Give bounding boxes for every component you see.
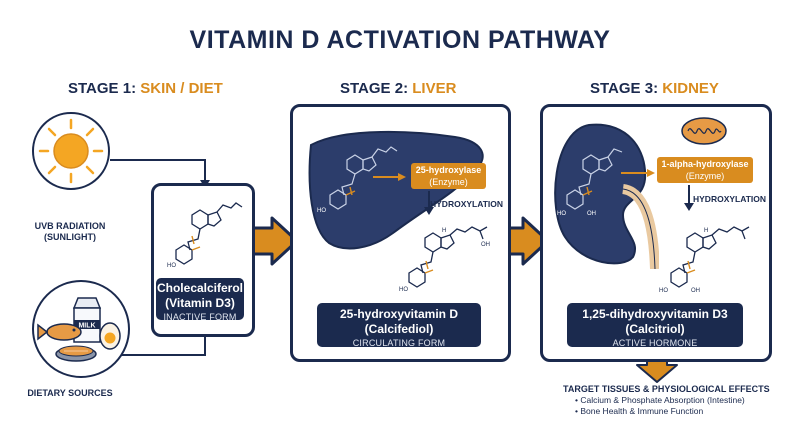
stage2-compound-box: 25-hydroxyvitamin D (Calcifediol) CIRCUL… <box>317 303 481 348</box>
uvb-label: UVB RADIATION (SUNLIGHT) <box>10 221 130 243</box>
stage2-heading-highlight: LIVER <box>412 80 457 97</box>
stage2-heading-prefix: STAGE 2: <box>340 80 413 97</box>
stage1-compound-alias: (Vitamin D3) <box>165 296 235 310</box>
stage1-heading-prefix: STAGE 1: <box>68 80 141 97</box>
stage3-heading: STAGE 3: KIDNEY <box>590 80 719 97</box>
stage3-compound-alias: (Calcitriol) <box>625 322 685 336</box>
stage3-process-label: HYDROXYLATION <box>693 194 767 204</box>
stage1-compound-box: Cholecalciferol (Vitamin D3) INACTIVE FO… <box>156 278 244 322</box>
stage1-heading: STAGE 1: SKIN / DIET <box>68 80 223 97</box>
egg-icon <box>99 322 121 350</box>
stage3-kidney-mol-oh: OH <box>587 211 596 217</box>
stage3-enzyme-sub: (Enzyme) <box>685 171 725 181</box>
stage3-enzyme-box: 1-alpha-hydroxylase (Enzyme) <box>657 157 753 183</box>
sun-circle <box>32 112 110 190</box>
stage2-product-molecule-icon: H HO OH <box>399 226 490 293</box>
uvb-label-line1: UVB RADIATION <box>34 221 106 231</box>
stage1-heading-highlight: SKIN / DIET <box>140 80 223 97</box>
stage2-hydroxylation-arrow <box>424 191 434 215</box>
target-tissues-heading: TARGET TISSUES & PHYSIOLOGICAL EFFECTS <box>563 384 770 394</box>
stage3-kidney-mol-ho: HO <box>557 211 566 217</box>
stage2-compound-form: CIRCULATING FORM <box>352 338 446 348</box>
stage3-hydroxylation-arrow <box>684 185 694 211</box>
mitochondrion-icon <box>681 117 727 145</box>
diet-label: DIETARY SOURCES <box>27 388 113 398</box>
stage3-panel: HO OH 1-alpha-hydroxylase (Enzyme) HYDRO… <box>540 104 772 362</box>
stage3-product-molecule-icon: H HO OH <box>659 226 750 294</box>
milk-text: MILK <box>78 323 95 330</box>
stage2-mol-oh: OH <box>481 242 490 248</box>
stage2-panel: HO 25-hydroxylase (Enzyme) HYDROXYLATION <box>290 104 511 362</box>
stage3-enzyme-pointer <box>621 169 655 177</box>
stage1-mol-ho: HO <box>167 263 176 269</box>
stage1-panel: HO Cholecalciferol (Vitamin D3) INACTIVE… <box>151 183 255 337</box>
sun-connector <box>110 159 206 183</box>
stage1-compound-name: Cholecalciferol <box>156 281 244 295</box>
stage2-enzyme-name: 25-hydroxylase <box>415 165 482 175</box>
kidney-icon: HO OH <box>554 123 659 269</box>
diet-circle: MILK <box>32 280 130 378</box>
stage2-mol-ho: HO <box>399 287 408 293</box>
stage2-heading: STAGE 2: LIVER <box>340 80 456 97</box>
stage3-heading-highlight: KIDNEY <box>662 80 719 97</box>
stage3-mol-ho: HO <box>659 288 668 294</box>
molecule-icon: HO <box>167 202 243 269</box>
fish-icon <box>37 323 82 341</box>
stage3-compound-box: 1,25-dihydroxyvitamin D3 (Calcitriol) AC… <box>567 303 743 348</box>
stage3-mol-oh: OH <box>691 288 700 294</box>
stage2-compound-name: 25-hydroxyvitamin D <box>339 307 459 321</box>
stage3-heading-prefix: STAGE 3: <box>590 80 663 97</box>
target-tissues-item: • Calcium & Phosphate Absorption (Intest… <box>575 395 745 405</box>
food-illustration: MILK <box>37 297 121 362</box>
uvb-label-line2: (SUNLIGHT) <box>44 232 96 242</box>
stage1-compound-form: INACTIVE FORM <box>163 312 237 322</box>
flow-arrow-stage1-to-stage2 <box>250 216 299 266</box>
stage3-compound-form: ACTIVE HORMONE <box>612 338 698 348</box>
stage2-compound-alias: (Calcifediol) <box>364 322 434 336</box>
stage2-process-label: HYDROXYLATION <box>430 199 504 209</box>
sun-icon <box>38 118 104 184</box>
stage2-enzyme-box: 25-hydroxylase (Enzyme) <box>411 163 486 189</box>
target-tissues: TARGET TISSUES & PHYSIOLOGICAL EFFECTS •… <box>563 384 793 417</box>
diet-connector <box>110 333 206 356</box>
salmon-can-icon <box>55 345 97 362</box>
stage2-liver-mol-ho: HO <box>317 208 326 214</box>
page-title: VITAMIN D ACTIVATION PATHWAY <box>189 26 611 54</box>
stage3-mol-h: H <box>704 228 708 234</box>
target-tissues-item: • Bone Health & Immune Function <box>575 406 704 416</box>
stage3-compound-name: 1,25-dihydroxyvitamin D3 <box>582 307 728 321</box>
stage3-enzyme-name: 1-alpha-hydroxylase <box>661 159 749 169</box>
liver-icon: HO <box>308 130 484 250</box>
stage2-enzyme-sub: (Enzyme) <box>429 177 468 187</box>
stage2-mol-h: H <box>442 228 446 234</box>
